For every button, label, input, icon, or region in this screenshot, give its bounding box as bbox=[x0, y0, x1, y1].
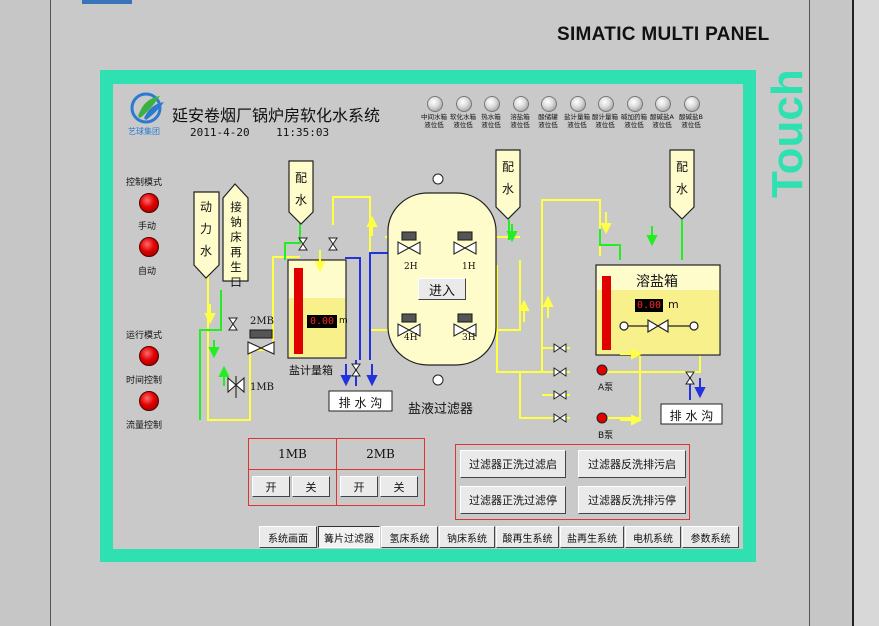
mb-col2-header: 2MB bbox=[366, 447, 395, 461]
tab-acid-regen[interactable]: 酸再生系统 bbox=[496, 526, 559, 548]
signal-light bbox=[456, 96, 472, 112]
tab-chip-filter[interactable]: 篝片过滤器 bbox=[318, 526, 380, 548]
dissolve-level-display[interactable]: 0.00 bbox=[635, 299, 663, 312]
green-pipes bbox=[199, 210, 683, 420]
date-display: 2011-4-20 11:35:03 bbox=[190, 126, 329, 139]
signal-light bbox=[655, 96, 671, 112]
svg-text:Touch: Touch bbox=[763, 69, 810, 198]
pumps bbox=[596, 364, 608, 424]
logo-text: 艺球集团 bbox=[128, 127, 160, 136]
time-value: 11:35:03 bbox=[276, 126, 330, 139]
auto-lamp[interactable] bbox=[139, 237, 159, 257]
back-wash-stop-button[interactable]: 过滤器反洗排污停 bbox=[578, 486, 686, 514]
flow-control-lamp[interactable] bbox=[139, 391, 159, 411]
filter-name-label: 盐液过滤器 bbox=[408, 402, 474, 417]
dist-water-label-1: 配水 bbox=[294, 171, 307, 207]
pump-b-label: B泵 bbox=[598, 431, 614, 441]
company-logo-icon bbox=[130, 92, 164, 124]
signal-light bbox=[598, 96, 614, 112]
small-valves bbox=[228, 237, 695, 423]
manual-label: 手动 bbox=[138, 222, 157, 232]
control-mode-title: 控制模式 bbox=[126, 178, 163, 188]
tab-motor-system[interactable]: 电机系统 bbox=[625, 526, 681, 548]
manual-lamp[interactable] bbox=[139, 193, 159, 213]
mb-col1-header: 1MB bbox=[278, 447, 307, 461]
tab-salt-regen[interactable]: 盐再生系统 bbox=[560, 526, 624, 548]
valve-1h-label: 1H bbox=[462, 262, 476, 272]
signal-label: 碱加药箱液位低 bbox=[621, 113, 647, 129]
signal-light bbox=[684, 96, 700, 112]
filter-control-panel bbox=[455, 444, 690, 520]
signal-light bbox=[484, 96, 500, 112]
dissolve-unit: m bbox=[668, 298, 679, 311]
valve-1mb bbox=[227, 376, 245, 398]
flow-control-label: 流量控制 bbox=[126, 421, 163, 431]
signal-light bbox=[513, 96, 529, 112]
right-edge-strip bbox=[852, 0, 879, 626]
drain-label-1: 排 水 沟 bbox=[338, 396, 383, 410]
valve-2mb bbox=[247, 329, 275, 355]
time-control-lamp[interactable] bbox=[139, 346, 159, 366]
valve-2mb-label: 2MB bbox=[250, 316, 274, 327]
pump-a-label: A泵 bbox=[598, 383, 614, 393]
filter-valves bbox=[397, 231, 477, 337]
back-wash-start-button[interactable]: 过滤器反洗排污启 bbox=[578, 450, 686, 478]
dist-water-label-3: 配水 bbox=[675, 160, 688, 196]
forward-wash-start-button[interactable]: 过滤器正洗过滤启 bbox=[460, 450, 566, 478]
2mb-close-button[interactable]: 关 bbox=[380, 476, 418, 497]
signal-label: 溶盐箱液位低 bbox=[510, 113, 530, 129]
run-mode-title: 运行模式 bbox=[126, 331, 163, 341]
salt-meter-tank-label: 盐计量箱 bbox=[289, 364, 333, 377]
signal-light bbox=[627, 96, 643, 112]
1mb-close-button[interactable]: 关 bbox=[292, 476, 330, 497]
dist-water-label-2: 配水 bbox=[501, 160, 514, 196]
page-title: 延安卷烟厂锅炉房软化水系统 bbox=[172, 106, 381, 125]
flow-arrows bbox=[204, 212, 706, 426]
1mb-open-button[interactable]: 开 bbox=[252, 476, 290, 497]
tab-system-overview[interactable]: 系统画面 bbox=[259, 526, 317, 548]
salt-meter-level-display[interactable]: 0.00 bbox=[307, 315, 337, 328]
time-control-label: 时间控制 bbox=[126, 376, 163, 386]
signal-label: 软化水箱液位低 bbox=[450, 113, 476, 129]
signal-label: 酸储罐液位低 bbox=[538, 113, 558, 129]
mb-control-panel: 1MB 2MB bbox=[248, 438, 425, 506]
signal-light bbox=[541, 96, 557, 112]
date-value: 2011-4-20 bbox=[190, 126, 250, 139]
signal-label: 中间水箱液位低 bbox=[421, 113, 447, 129]
power-water-label: 动力水 bbox=[199, 200, 212, 258]
signal-light bbox=[570, 96, 586, 112]
valve-1mb-label: 1MB bbox=[250, 382, 274, 393]
touch-label: Touch bbox=[763, 69, 810, 198]
auto-label: 自动 bbox=[138, 267, 157, 277]
brand-label: SIMATIC MULTI PANEL bbox=[557, 24, 770, 45]
tab-hydrogen-bed[interactable]: 氢床系统 bbox=[381, 526, 438, 548]
dissolve-tank-label: 溶盐箱 bbox=[636, 274, 678, 290]
signal-label: 热水箱液位低 bbox=[481, 113, 501, 129]
valve-4h-label: 4H bbox=[404, 333, 418, 343]
regen-inlet-label: 接钠床再生口 bbox=[230, 200, 242, 289]
2mb-open-button[interactable]: 开 bbox=[340, 476, 378, 497]
signal-label: 酸计量箱液位低 bbox=[592, 113, 618, 129]
signal-label: 盐计量箱液位低 bbox=[564, 113, 590, 129]
valve-2h-label: 2H bbox=[404, 262, 418, 272]
enter-button[interactable]: 进入 bbox=[418, 278, 466, 300]
forward-wash-stop-button[interactable]: 过滤器正洗过滤停 bbox=[460, 486, 566, 514]
tab-sodium-bed[interactable]: 钠床系统 bbox=[439, 526, 495, 548]
bezel-accent bbox=[82, 0, 132, 4]
drain-label-2: 排 水 沟 bbox=[669, 409, 714, 423]
signal-light bbox=[427, 96, 443, 112]
salt-meter-unit: m bbox=[339, 316, 348, 326]
valve-3h-label: 3H bbox=[462, 333, 476, 343]
tab-parameter-system[interactable]: 参数系统 bbox=[682, 526, 739, 548]
